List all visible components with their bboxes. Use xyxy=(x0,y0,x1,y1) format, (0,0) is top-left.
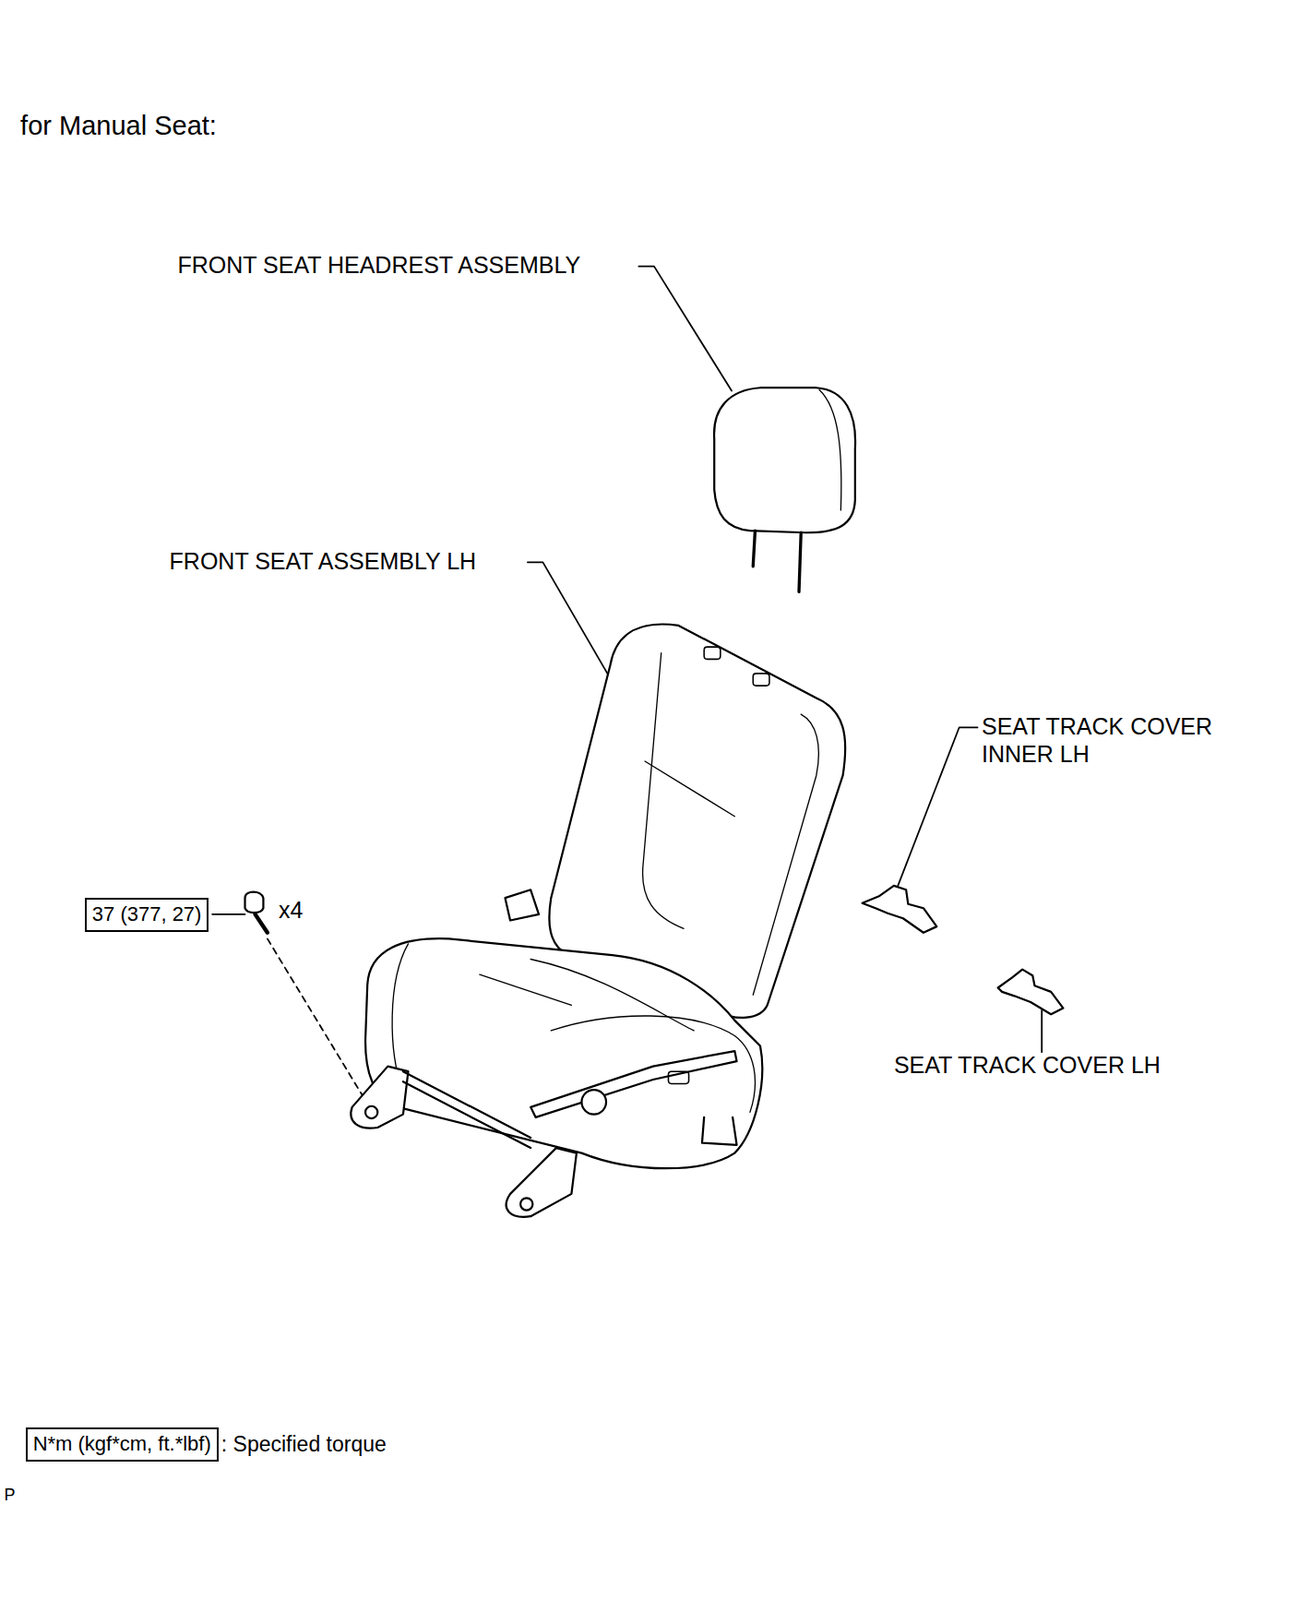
seat-cushion xyxy=(365,938,763,1168)
part-name: FRONT SEAT ASSEMBLY LH xyxy=(169,547,477,575)
page-mark: P xyxy=(3,1485,15,1506)
part-name: SEAT TRACK COVER LH xyxy=(893,1050,1161,1079)
torque-value: 37 (377, 27) xyxy=(92,902,203,926)
track-covers xyxy=(862,885,1064,1014)
headrest xyxy=(714,387,856,592)
torque-box: N*m (kgf*cm, ft.*lbf) xyxy=(25,1427,219,1461)
part-name: FRONT SEAT HEADREST ASSEMBLY xyxy=(177,250,581,279)
part-name: SEAT TRACK COVER INNER LH xyxy=(981,712,1258,768)
seat-rails xyxy=(350,1066,737,1217)
bolt-symbol xyxy=(245,892,268,933)
diagram-title: for Manual Seat: xyxy=(20,109,217,143)
legend-text: : Specified torque xyxy=(221,1431,387,1458)
quantity-label: x4 xyxy=(278,895,303,924)
torque-value: N*m (kgf*cm, ft.*lbf) xyxy=(33,1431,212,1455)
torque-box: 37 (377, 27) xyxy=(84,897,210,931)
